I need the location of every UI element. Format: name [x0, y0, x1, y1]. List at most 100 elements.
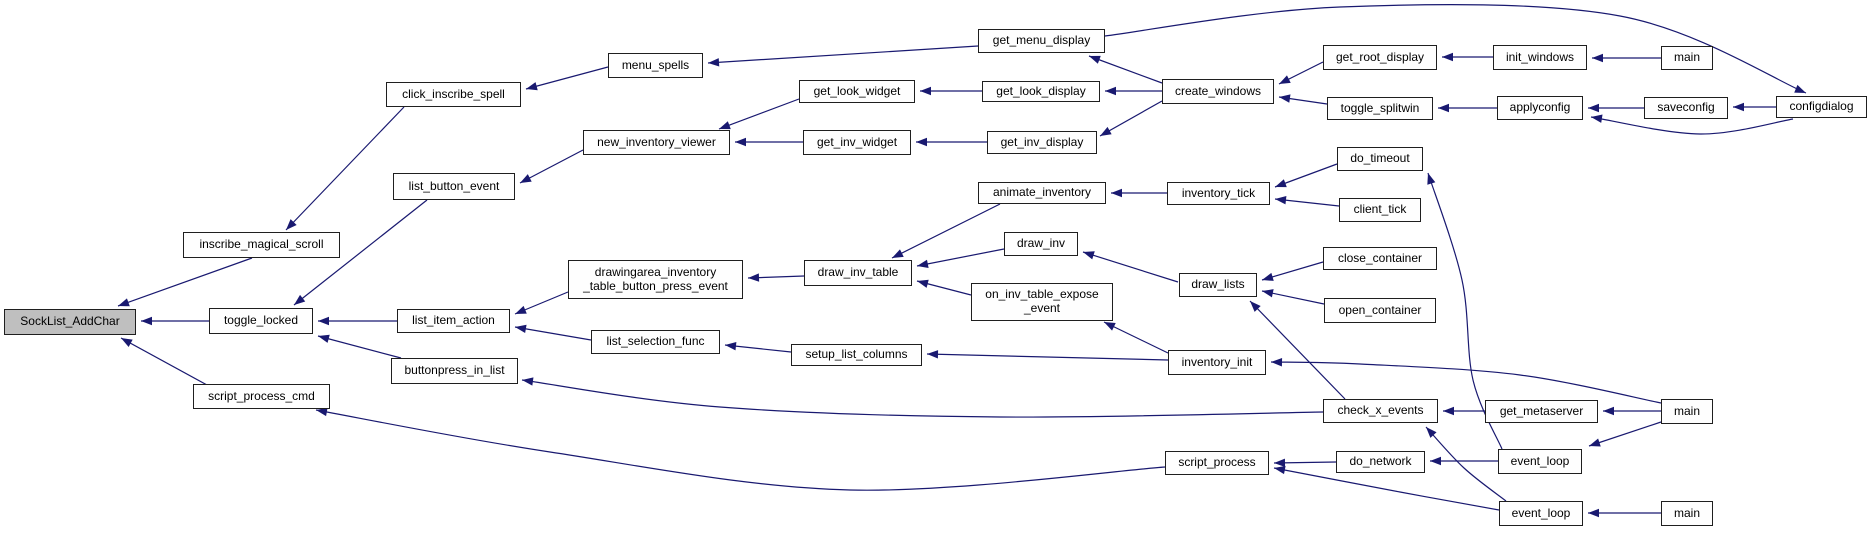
- node-label: list_selection_func: [606, 334, 705, 349]
- arrowhead-applyconfig: [1591, 114, 1603, 123]
- node-label: get_root_display: [1335, 49, 1425, 64]
- node-new_inventory_viewer[interactable]: new_inventory_viewer: [583, 130, 730, 155]
- arrowhead-get_look_widget: [920, 86, 931, 96]
- arrowhead-draw_inv: [1083, 251, 1095, 260]
- node-main_top[interactable]: main: [1661, 46, 1713, 70]
- node-label: client_tick: [1353, 202, 1407, 217]
- arrowhead-create_windows: [1279, 94, 1291, 103]
- edge-script_process_cmd--socklist_addchar: [120, 337, 208, 386]
- node-get_look_display[interactable]: get_look_display: [982, 81, 1100, 102]
- node-label: inscribe_magical_scroll: [199, 237, 324, 252]
- node-draw_inv_table[interactable]: draw_inv_table: [804, 260, 912, 286]
- node-create_windows[interactable]: create_windows: [1162, 79, 1274, 104]
- node-label: menu_spells: [621, 57, 690, 72]
- node-label: inventory_init: [1181, 354, 1253, 369]
- edge-check_x_events--draw_lists: [1249, 300, 1346, 400]
- node-label: script_process: [1178, 455, 1256, 470]
- arrowhead-list_item_action: [515, 305, 527, 314]
- node-do_network[interactable]: do_network: [1336, 451, 1425, 473]
- node-get_look_widget[interactable]: get_look_widget: [799, 80, 915, 103]
- node-drawingarea_inventory_table_button_press_event[interactable]: drawingarea_inventory_table_button_press…: [568, 260, 743, 299]
- arrowhead-new_inventory_viewer: [719, 121, 731, 130]
- node-label: animate_inventory: [992, 185, 1092, 200]
- node-label-line2: _table_button_press_event: [583, 278, 728, 293]
- node-get_inv_display[interactable]: get_inv_display: [987, 131, 1097, 154]
- node-label: list_item_action: [412, 313, 495, 328]
- edge-script_process--script_process_cmd: [315, 409, 1166, 491]
- edge-check_x_events--buttonpress_in_list: [521, 379, 1324, 418]
- edge-list_button_event--toggle_locked: [293, 199, 428, 306]
- edge-click_inscribe_spell--inscribe_magical_scroll: [285, 106, 405, 231]
- node-label: buttonpress_in_list: [404, 363, 505, 378]
- edge-get_look_widget--new_inventory_viewer: [718, 98, 800, 130]
- edge-list_selection_func--list_item_action: [514, 326, 592, 341]
- arrowhead-script_process: [1274, 458, 1286, 468]
- arrowhead-get_root_display: [1442, 52, 1453, 62]
- node-event_loop_b[interactable]: event_loop: [1499, 501, 1583, 526]
- arrowhead-script_process: [1274, 465, 1286, 475]
- node-label: main: [1673, 403, 1700, 418]
- node-saveconfig[interactable]: saveconfig: [1644, 97, 1728, 119]
- node-applyconfig[interactable]: applyconfig: [1497, 96, 1583, 120]
- node-animate_inventory[interactable]: animate_inventory: [978, 182, 1106, 204]
- arrowhead-do_timeout: [1427, 173, 1436, 185]
- arrowhead-toggle_locked: [318, 334, 330, 343]
- node-client_tick[interactable]: client_tick: [1339, 198, 1421, 222]
- node-do_timeout[interactable]: do_timeout: [1337, 147, 1423, 171]
- node-get_inv_widget[interactable]: get_inv_widget: [803, 130, 911, 155]
- arrowhead-draw_lists: [1262, 272, 1274, 281]
- node-init_windows[interactable]: init_windows: [1493, 45, 1587, 70]
- arrowhead-click_inscribe_spell: [526, 82, 538, 91]
- node-menu_spells[interactable]: menu_spells: [608, 53, 703, 78]
- node-on_inv_table_expose_event[interactable]: on_inv_table_expose_event: [971, 283, 1113, 321]
- node-label: inventory_tick: [1181, 185, 1256, 200]
- arrowhead-get_menu_display: [1089, 55, 1101, 64]
- node-label: drawingarea_inventory: [594, 264, 717, 279]
- node-draw_lists[interactable]: draw_lists: [1179, 273, 1257, 297]
- node-list_item_action[interactable]: list_item_action: [397, 309, 510, 333]
- node-list_button_event[interactable]: list_button_event: [393, 173, 515, 200]
- edge-do_timeout--inventory_tick: [1274, 163, 1338, 188]
- node-get_root_display[interactable]: get_root_display: [1323, 45, 1437, 70]
- arrowhead-applyconfig: [1588, 103, 1599, 113]
- node-script_process[interactable]: script_process: [1165, 451, 1269, 475]
- arrowhead-socklist_addchar: [121, 338, 133, 347]
- node-main_bottom[interactable]: main: [1661, 501, 1713, 526]
- node-main_mid[interactable]: main: [1661, 399, 1713, 424]
- node-script_process_cmd[interactable]: script_process_cmd: [193, 384, 330, 409]
- node-buttonpress_in_list[interactable]: buttonpress_in_list: [391, 358, 518, 384]
- node-label: get_look_widget: [813, 83, 901, 98]
- node-label: get_metaserver: [1499, 403, 1584, 418]
- node-close_container[interactable]: close_container: [1323, 247, 1437, 270]
- node-label: main: [1673, 50, 1700, 65]
- node-open_container[interactable]: open_container: [1324, 298, 1436, 323]
- node-draw_inv[interactable]: draw_inv: [1004, 232, 1078, 256]
- node-inventory_init[interactable]: inventory_init: [1168, 350, 1266, 375]
- edge-get_menu_display--configdialog: [1104, 4, 1807, 94]
- arrowhead-inscribe_magical_scroll: [286, 219, 297, 230]
- arrowhead-saveconfig: [1733, 102, 1744, 112]
- node-setup_list_columns[interactable]: setup_list_columns: [791, 344, 922, 366]
- node-label: get_inv_widget: [816, 134, 898, 149]
- node-toggle_splitwin[interactable]: toggle_splitwin: [1327, 97, 1433, 120]
- node-get_metaserver[interactable]: get_metaserver: [1485, 400, 1598, 423]
- node-label: close_container: [1337, 250, 1423, 265]
- node-list_selection_func[interactable]: list_selection_func: [591, 330, 720, 354]
- node-event_loop_a[interactable]: event_loop: [1498, 449, 1582, 474]
- node-label: list_button_event: [408, 178, 500, 193]
- node-get_menu_display[interactable]: get_menu_display: [978, 29, 1105, 53]
- node-toggle_locked[interactable]: toggle_locked: [209, 308, 313, 334]
- node-configdialog[interactable]: configdialog: [1776, 96, 1867, 118]
- arrowhead-check_x_events: [1443, 406, 1454, 416]
- arrowhead-do_network: [1430, 456, 1441, 466]
- node-check_x_events[interactable]: check_x_events: [1323, 399, 1438, 423]
- node-socklist_addchar[interactable]: SockList_AddChar: [4, 309, 136, 335]
- edge-event_loop_b--script_process: [1273, 467, 1500, 511]
- node-inscribe_magical_scroll[interactable]: inscribe_magical_scroll: [183, 232, 340, 258]
- node-click_inscribe_spell[interactable]: click_inscribe_spell: [386, 82, 521, 107]
- node-label: toggle_splitwin: [1340, 100, 1420, 115]
- arrowhead-animate_inventory: [1111, 188, 1122, 198]
- node-inventory_tick[interactable]: inventory_tick: [1167, 182, 1270, 205]
